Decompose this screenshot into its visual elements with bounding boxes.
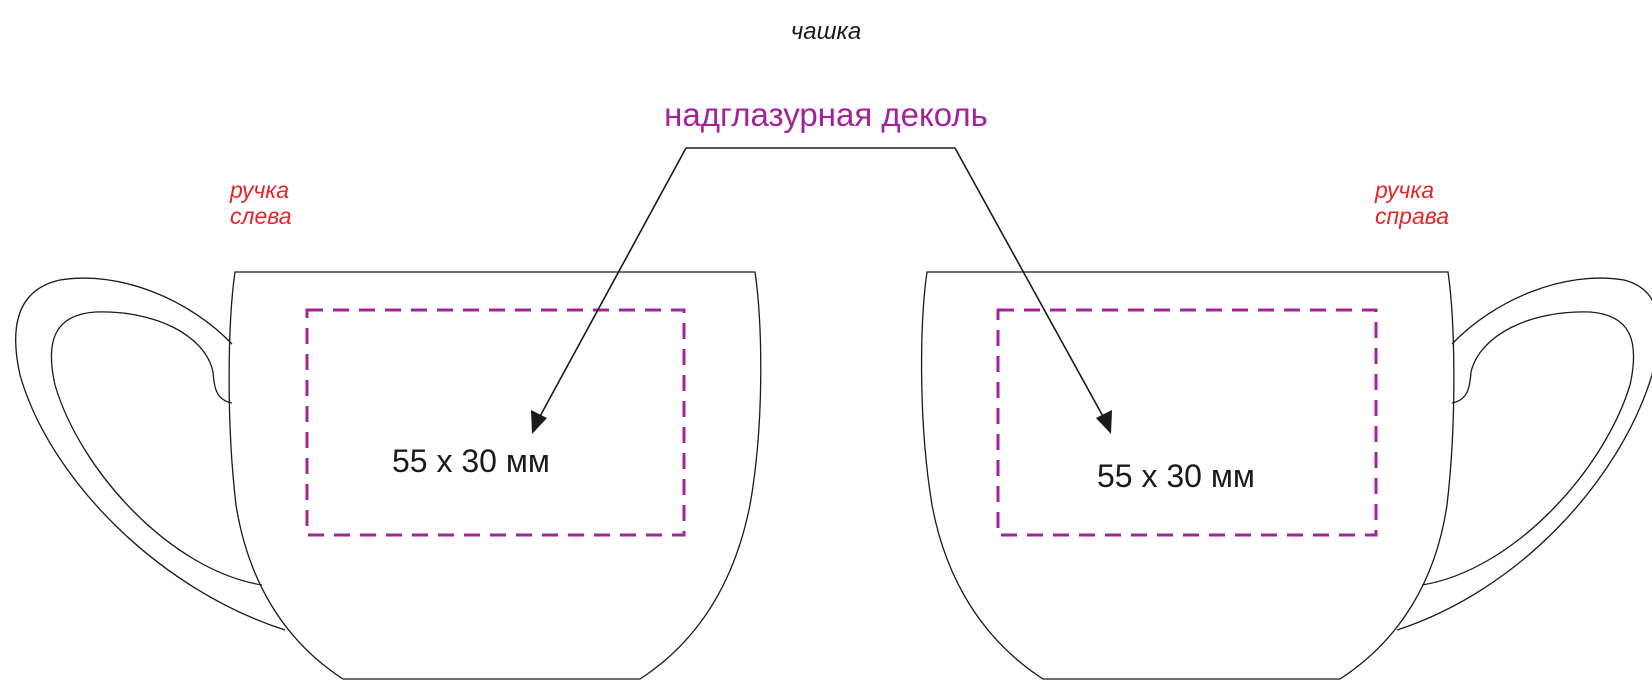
handle-left-note: ручка слева xyxy=(230,177,292,230)
handle-left-line2: слева xyxy=(230,203,292,230)
handle-right-note: ручка справа xyxy=(1375,177,1449,230)
decal-leader-lines xyxy=(537,147,1106,421)
left-arrowhead xyxy=(531,410,547,434)
right-print-area xyxy=(996,308,1378,537)
left-cup-body xyxy=(228,271,762,680)
left-cup-handle xyxy=(15,277,286,631)
right-arrowhead xyxy=(1096,410,1112,434)
handle-right-line1: ручка xyxy=(1375,177,1435,203)
page-title: чашка xyxy=(790,18,862,45)
right-cup-handle xyxy=(1396,277,1652,631)
decal-label: надглазурная деколь xyxy=(664,96,988,133)
right-cup-body xyxy=(920,271,1455,680)
right-print-size: 55 x 30 мм xyxy=(1097,458,1255,494)
left-print-area xyxy=(305,308,686,537)
left-print-size: 55 x 30 мм xyxy=(392,443,550,479)
handle-left-line1: ручка xyxy=(230,177,290,203)
handle-right-line2: справа xyxy=(1375,203,1450,230)
